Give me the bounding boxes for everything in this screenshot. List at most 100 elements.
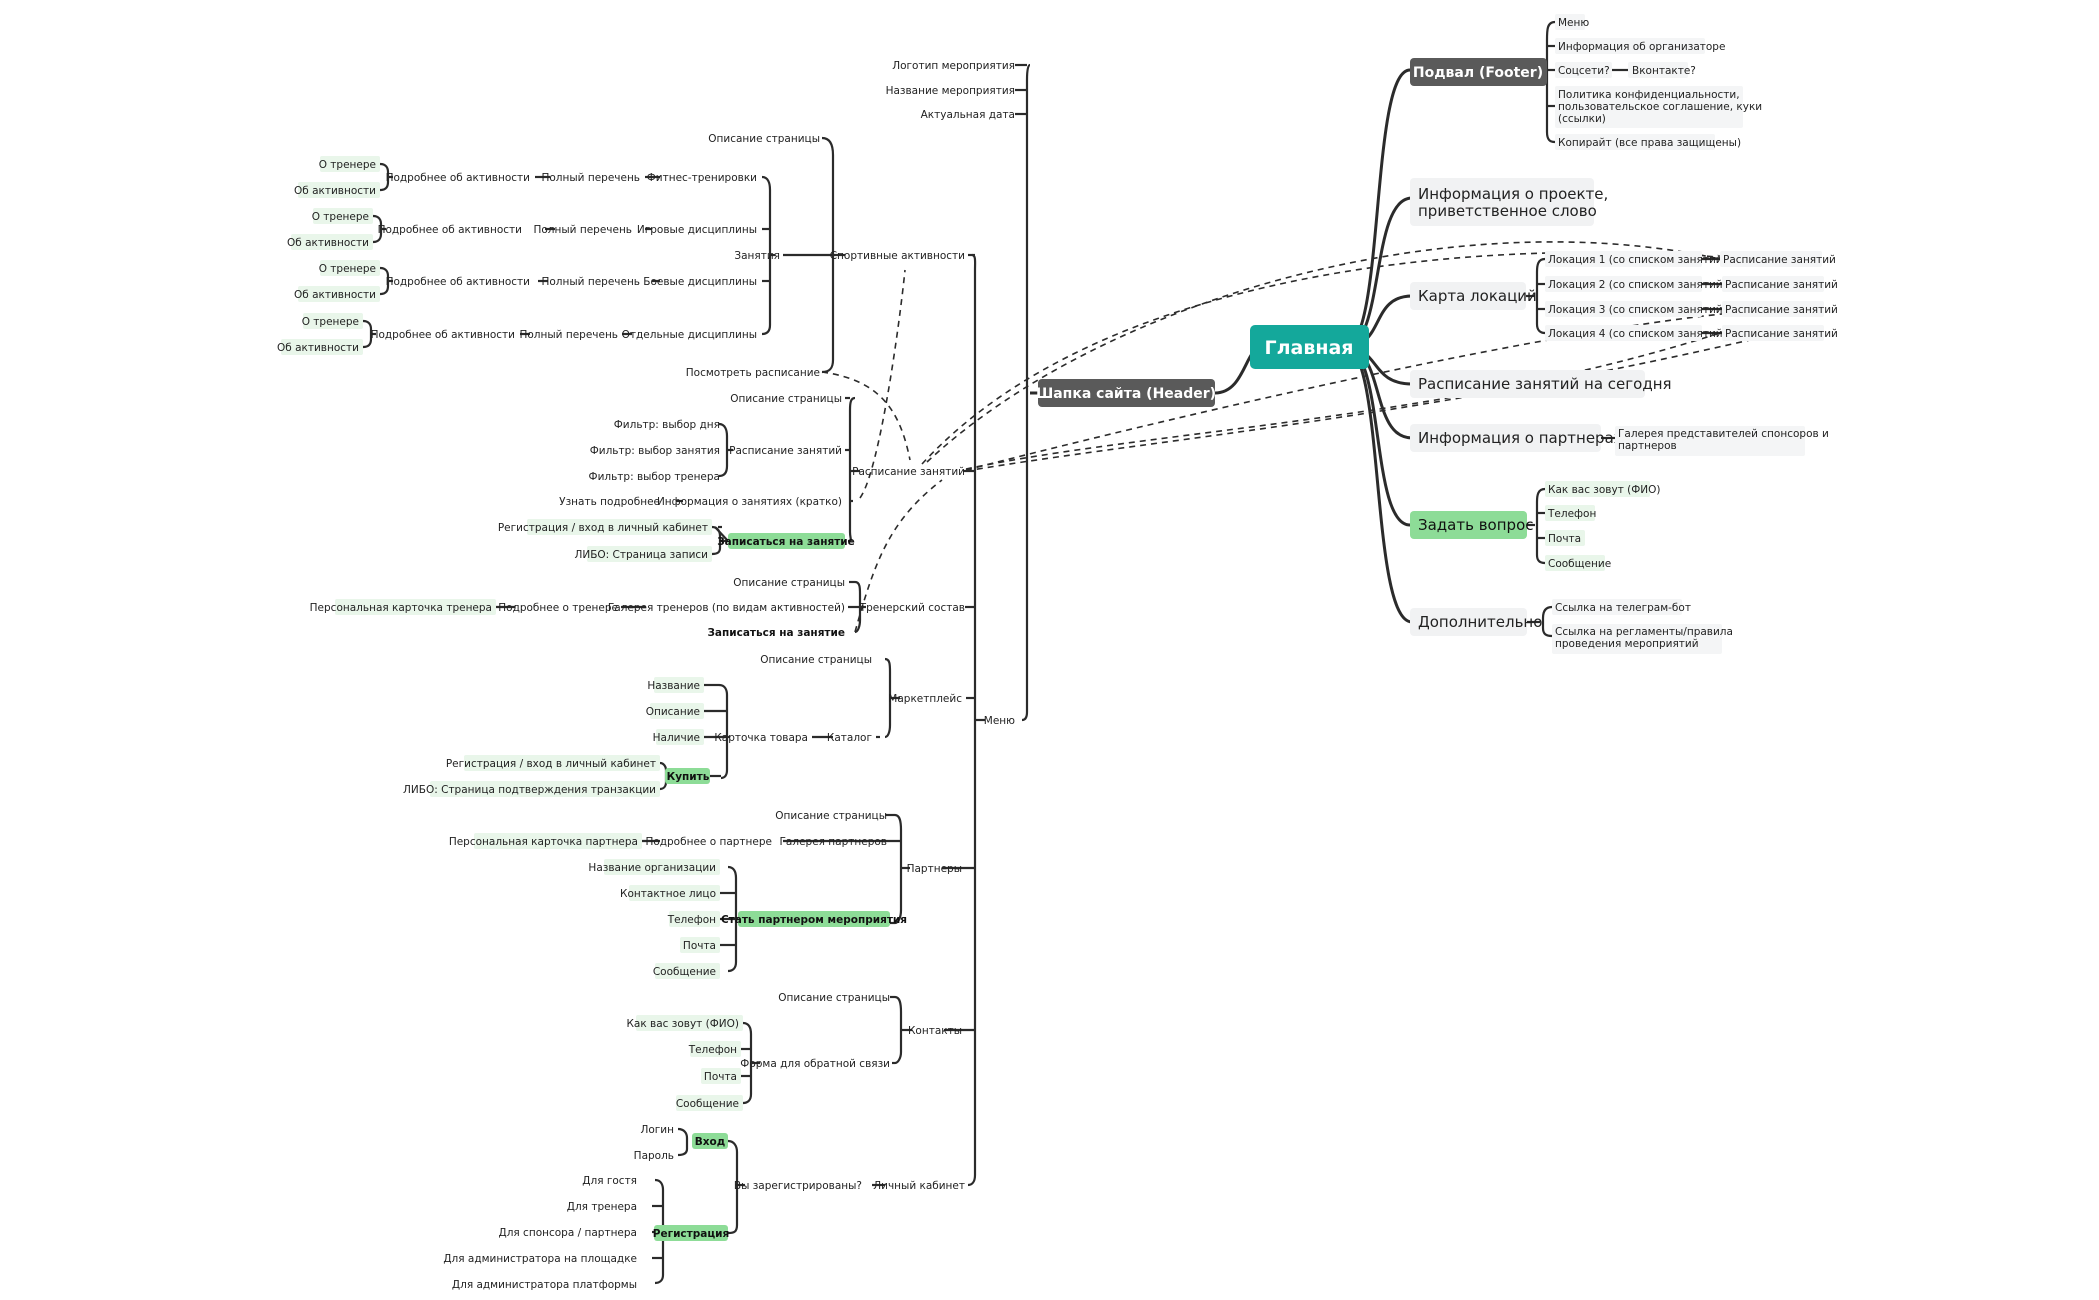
svg-text:Описание страницы: Описание страницы: [708, 133, 820, 145]
svg-text:Подробнее об активности: Подробнее об активности: [378, 224, 522, 236]
svg-text:Шапка сайта (Header): Шапка сайта (Header): [1036, 386, 1216, 402]
svg-text:Сообщение: Сообщение: [676, 1098, 739, 1110]
locations-map-node[interactable]: Карта локаций: [1410, 282, 1537, 310]
svg-text:Карта локаций: Карта локаций: [1418, 287, 1537, 305]
ask-question-node[interactable]: Задать вопрос: [1410, 511, 1534, 539]
svg-text:Галерея представителей спонсор: Галерея представителей спонсоров и: [1618, 428, 1829, 440]
svg-text:проведения мероприятий: проведения мероприятий: [1555, 638, 1699, 650]
svg-text:Полный перечень: Полный перечень: [533, 224, 632, 236]
svg-text:Расписание занятий: Расписание занятий: [1725, 279, 1838, 291]
svg-text:Сообщение: Сообщение: [1548, 558, 1611, 570]
svg-text:Карточка товара: Карточка товара: [714, 732, 808, 744]
svg-text:Игровые дисциплины: Игровые дисциплины: [637, 224, 757, 236]
svg-text:ЛИБО: Страница записи: ЛИБО: Страница записи: [574, 549, 708, 561]
svg-text:Подробнее об активности: Подробнее об активности: [386, 276, 530, 288]
svg-text:Персональная карточка партнера: Персональная карточка партнера: [449, 836, 638, 848]
svg-text:ЛИБО: Страница подтверждения т: ЛИБО: Страница подтверждения транзакции: [403, 784, 656, 796]
svg-text:Полный перечень: Полный перечень: [541, 276, 640, 288]
edges-left: [362, 63, 1263, 1285]
svg-text:О тренере: О тренере: [312, 211, 369, 223]
svg-text:Соцсети?: Соцсети?: [1558, 65, 1610, 77]
svg-text:Записаться на занятие: Записаться на занятие: [717, 536, 855, 548]
svg-text:Записаться на занятие: Записаться на занятие: [707, 627, 845, 639]
svg-text:Об активности: Об активности: [277, 342, 359, 354]
svg-text:Галерея партнеров: Галерея партнеров: [780, 836, 887, 848]
svg-text:Подробнее о партнере: Подробнее о партнере: [645, 836, 772, 848]
svg-text:Как вас зовут (ФИО): Как вас зовут (ФИО): [626, 1018, 739, 1030]
svg-text:Задать вопрос: Задать вопрос: [1418, 516, 1534, 534]
svg-text:Подробнее об активности: Подробнее об активности: [386, 172, 530, 184]
root-node[interactable]: Главная: [1250, 325, 1369, 369]
svg-text:Галерея тренеров (по видам акт: Галерея тренеров (по видам активностей): [608, 602, 845, 614]
svg-text:Подвал (Footer): Подвал (Footer): [1413, 65, 1543, 81]
svg-text:приветственное слово: приветственное слово: [1418, 202, 1597, 220]
svg-text:Спортивные активности: Спортивные активности: [830, 250, 965, 262]
svg-text:Купить: Купить: [667, 771, 710, 783]
svg-text:Информация о партнерах: Информация о партнерах: [1418, 429, 1623, 447]
svg-text:Информация о проекте,: Информация о проекте,: [1418, 185, 1608, 203]
svg-text:Для гостя: Для гостя: [582, 1175, 637, 1187]
svg-text:Почта: Почта: [1548, 533, 1581, 545]
svg-text:Фильтр: выбор тренера: Фильтр: выбор тренера: [589, 471, 720, 483]
svg-text:Информация о занятиях (кратко): Информация о занятиях (кратко): [657, 496, 842, 508]
svg-text:Об активности: Об активности: [294, 185, 376, 197]
svg-text:Описание страницы: Описание страницы: [730, 393, 842, 405]
svg-text:Регистрация: Регистрация: [653, 1228, 729, 1240]
svg-text:Описание страницы: Описание страницы: [778, 992, 890, 1004]
additional-node[interactable]: Дополнительно: [1410, 608, 1542, 636]
svg-text:Расписание занятий на сегодня: Расписание занятий на сегодня: [1418, 375, 1672, 393]
svg-text:Локация 3 (со списком занятий): Локация 3 (со списком занятий): [1548, 304, 1727, 316]
svg-text:Об активности: Об активности: [294, 289, 376, 301]
svg-text:Для спонсора / партнера: Для спонсора / партнера: [498, 1227, 637, 1239]
svg-text:Персональная карточка тренера: Персональная карточка тренера: [310, 602, 492, 614]
svg-text:Ссылка на телеграм-бот: Ссылка на телеграм-бот: [1555, 602, 1691, 614]
svg-text:Ссылка на регламенты/правила: Ссылка на регламенты/правила: [1555, 626, 1733, 638]
svg-text:Расписание занятий: Расписание занятий: [729, 445, 842, 457]
svg-text:Политика конфиденциальности,: Политика конфиденциальности,: [1558, 89, 1740, 101]
svg-text:(ссылки): (ссылки): [1558, 113, 1606, 125]
svg-text:партнеров: партнеров: [1618, 440, 1677, 452]
partners-info-node[interactable]: Информация о партнерах Галерея представи…: [1410, 424, 1829, 456]
svg-text:Телефон: Телефон: [1547, 508, 1596, 520]
svg-text:Маркетплейс: Маркетплейс: [888, 693, 962, 705]
svg-text:Отдельные дисциплины: Отдельные дисциплины: [622, 329, 757, 341]
svg-text:Локация 1 (со списком занятий): Локация 1 (со списком занятий): [1548, 254, 1727, 266]
today-schedule-node[interactable]: Расписание занятий на сегодня: [1410, 370, 1672, 398]
svg-text:Подробнее о тренере: Подробнее о тренере: [498, 602, 618, 614]
svg-text:Название: Название: [647, 680, 700, 692]
svg-text:Контакты: Контакты: [908, 1025, 962, 1037]
additional-items: Ссылка на телеграм-бот Ссылка на регламе…: [1552, 599, 1733, 654]
svg-text:Личный кабинет: Личный кабинет: [873, 1180, 965, 1192]
svg-text:Почта: Почта: [683, 940, 716, 952]
svg-text:Вконтакте?: Вконтакте?: [1632, 65, 1696, 77]
svg-text:Название мероприятия: Название мероприятия: [886, 85, 1015, 97]
svg-text:Контактное лицо: Контактное лицо: [620, 888, 716, 900]
svg-text:Копирайт (все права защищены): Копирайт (все права защищены): [1558, 137, 1741, 149]
svg-text:Для администратора на площадке: Для администратора на площадке: [443, 1253, 637, 1265]
svg-text:Дополнительно: Дополнительно: [1418, 613, 1542, 631]
svg-text:Логотип мероприятия: Логотип мероприятия: [892, 60, 1015, 72]
svg-text:Каталог: Каталог: [827, 732, 872, 744]
svg-text:Расписание занятий: Расписание занятий: [852, 466, 965, 478]
footer-node[interactable]: Подвал (Footer): [1410, 58, 1547, 86]
svg-text:Полный перечень: Полный перечень: [541, 172, 640, 184]
svg-text:Посмотреть расписание: Посмотреть расписание: [686, 367, 820, 379]
svg-text:Информация об организаторе: Информация об организаторе: [1558, 41, 1725, 53]
svg-text:Фитнес-тренировки: Фитнес-тренировки: [647, 172, 757, 184]
svg-text:Меню: Меню: [984, 715, 1015, 727]
header-node[interactable]: Шапка сайта (Header): [1036, 379, 1216, 407]
partners-section: Партнеры Описание страницы Галерея партн…: [449, 810, 962, 979]
svg-text:Форма для обратной связи: Форма для обратной связи: [740, 1058, 890, 1070]
svg-text:Описание страницы: Описание страницы: [775, 810, 887, 822]
svg-text:Описание страницы: Описание страницы: [760, 654, 872, 666]
svg-text:Тренерский состав: Тренерский состав: [859, 602, 965, 614]
svg-text:Пароль: Пароль: [634, 1150, 674, 1162]
svg-text:О тренере: О тренере: [302, 316, 359, 328]
svg-text:Об активности: Об активности: [287, 237, 369, 249]
project-info-node[interactable]: Информация о проекте, приветственное сло…: [1410, 178, 1608, 226]
svg-text:Логин: Логин: [640, 1124, 674, 1136]
svg-text:Локация 2 (со списком занятий): Локация 2 (со списком занятий): [1548, 279, 1727, 291]
svg-text:Занятия: Занятия: [734, 250, 780, 262]
trainers-section: Тренерский состав Описание страницы Гале…: [310, 577, 965, 639]
